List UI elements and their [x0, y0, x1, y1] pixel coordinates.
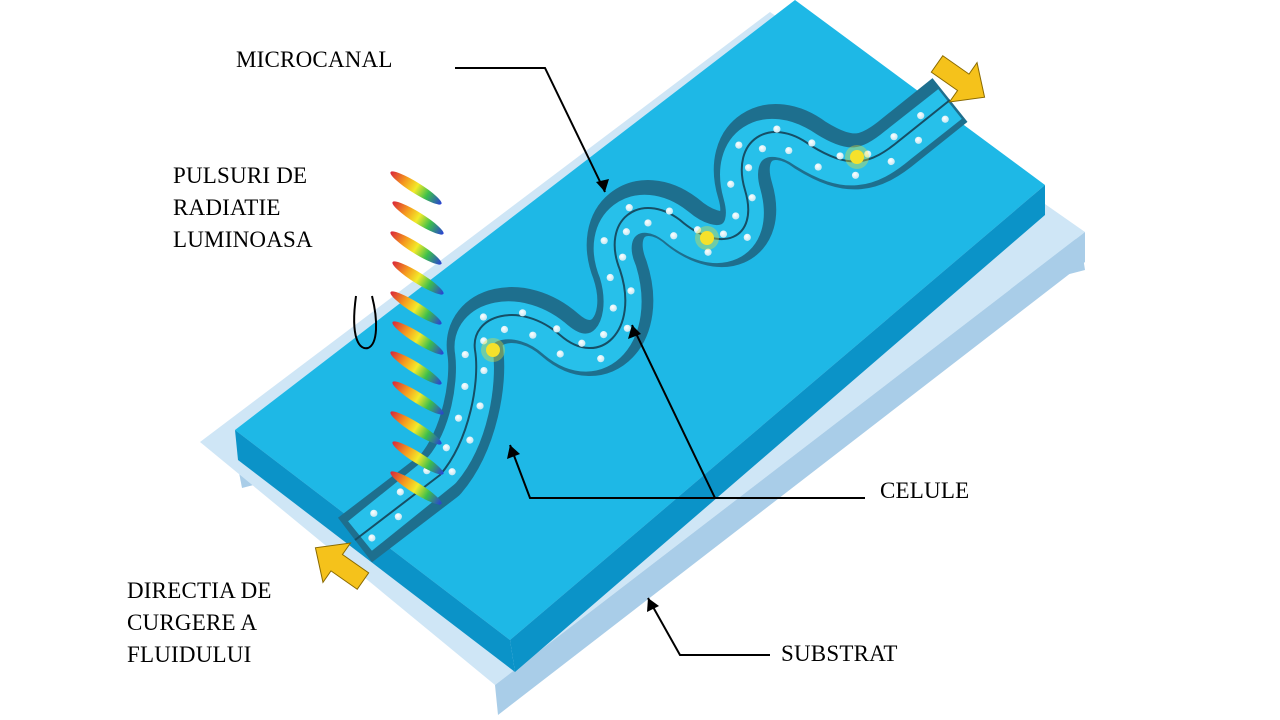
cell [529, 331, 537, 339]
cell [518, 309, 527, 317]
label-cells: CELULE [880, 478, 970, 503]
cell [461, 350, 469, 359]
cell [704, 248, 712, 256]
cell [732, 212, 740, 220]
cell [785, 146, 793, 155]
labeled-cell [850, 150, 864, 164]
rainbow-pulse-icon [390, 411, 442, 445]
rainbow-pulse-icon [390, 471, 442, 505]
cell [368, 534, 376, 542]
rainbow-pulse-icon [390, 231, 442, 265]
cell [370, 509, 378, 517]
cell [808, 139, 816, 147]
leader-lines [455, 67, 865, 656]
cell [556, 350, 564, 358]
cell [727, 180, 735, 188]
cell [442, 444, 450, 452]
cell [480, 337, 488, 345]
microchannel [337, 78, 968, 563]
cell [578, 339, 586, 347]
cell [758, 145, 767, 153]
cell [622, 228, 630, 236]
cell [665, 207, 674, 215]
cell [917, 112, 925, 120]
leader-cells-2 [509, 444, 715, 499]
cell [625, 204, 633, 212]
cell [836, 152, 844, 160]
rainbow-pulse-icon [390, 351, 442, 385]
channel-rim [354, 99, 951, 541]
cell [606, 273, 614, 282]
leader-cells-1-head [628, 325, 641, 339]
cell [735, 141, 743, 149]
cell [597, 355, 605, 363]
cell [627, 287, 635, 295]
cell [941, 115, 949, 123]
rainbow-pulse-icon [392, 261, 444, 295]
rainbow-pulse-icon [392, 441, 444, 475]
cell [553, 325, 561, 333]
rainbow-pulse-icon [390, 291, 442, 325]
cell [670, 232, 678, 240]
cell [890, 133, 898, 141]
label-substrate: SUBSTRAT [781, 641, 898, 666]
cell [394, 513, 402, 521]
cell [480, 366, 488, 375]
cell [448, 468, 456, 476]
cell [600, 237, 608, 245]
cell [500, 325, 509, 334]
labeled-cell [700, 231, 714, 245]
cell [600, 331, 608, 339]
leader-substrate [647, 597, 770, 656]
cell [461, 382, 469, 391]
cell [479, 313, 488, 321]
labeled-cells-group [481, 145, 869, 362]
cell [619, 253, 627, 261]
rainbow-pulse-icon [392, 201, 444, 235]
substrate-front [495, 232, 1085, 715]
light-pulses [390, 171, 444, 505]
leader-cells-2-head [507, 445, 520, 459]
label-flow-direction: DIRECTIA DE CURGERE A FLUIDULUI [127, 578, 272, 667]
label-light-pulses: PULSURI DE RADIATIE LUMINOASA [173, 163, 313, 252]
rainbow-pulse-icon [392, 381, 444, 415]
channel-layer-front [510, 185, 1045, 672]
cell [773, 125, 781, 133]
cell [744, 164, 753, 172]
loop-symbol [353, 295, 378, 350]
cell [719, 230, 728, 238]
cell [476, 402, 484, 410]
leader-microchannel-head [596, 179, 609, 192]
cell [814, 163, 822, 171]
cell [609, 304, 617, 312]
cell [644, 219, 652, 227]
yellow-arrow-icon [930, 55, 986, 103]
cell [851, 171, 860, 179]
leader-microchannel [455, 67, 606, 193]
rainbow-pulse-icon [392, 321, 444, 355]
cell [743, 233, 751, 241]
cell [887, 157, 895, 166]
label-microchannel: MICROCANAL [236, 47, 393, 72]
rainbow-pulse-icon [390, 171, 442, 205]
cell [396, 488, 404, 496]
yellow-arrow-icon [314, 542, 370, 590]
leader-substrate-head [647, 598, 659, 612]
cell [914, 136, 923, 144]
cell [693, 226, 702, 234]
cell [748, 194, 756, 202]
labeled-cell [486, 343, 500, 357]
cells-group [368, 112, 949, 542]
cell [623, 324, 631, 332]
cell [454, 414, 463, 422]
cell [466, 436, 474, 444]
cell [864, 150, 872, 158]
